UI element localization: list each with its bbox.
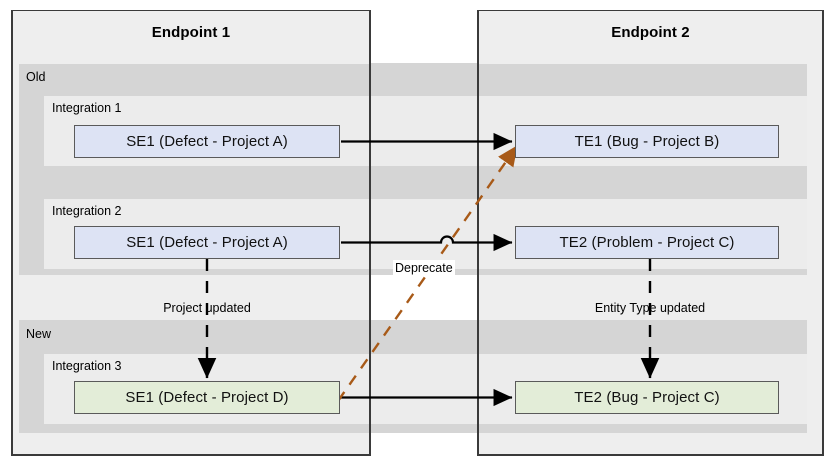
endpoint-panel-2-header xyxy=(477,10,824,64)
endpoint-panel-2-gutter-right xyxy=(807,64,823,433)
group-label-new: New xyxy=(26,327,52,341)
entity-box-se1-defect-project-a-2[interactable]: SE1 (Defect - Project A) xyxy=(74,226,340,259)
endpoint-panel-1-left-rail xyxy=(11,10,13,456)
endpoint-panel-1-header xyxy=(11,10,371,64)
entity-box-se1-defect-project-a-1[interactable]: SE1 (Defect - Project A) xyxy=(74,125,340,158)
integration-label-3: Integration 3 xyxy=(52,359,122,373)
integration-label-2: Integration 2 xyxy=(52,204,122,218)
endpoint-panel-1-footer xyxy=(12,433,370,455)
entity-box-te1-bug-project-b[interactable]: TE1 (Bug - Project B) xyxy=(515,125,779,158)
endpoint-2-title: Endpoint 2 xyxy=(611,24,690,41)
endpoint-panel-1-bottom-rail xyxy=(11,454,371,456)
endpoint-panel-2-bottom-rail xyxy=(477,454,824,456)
entity-box-te2-problem-project-c[interactable]: TE2 (Problem - Project C) xyxy=(515,226,779,259)
endpoint-panel-2-right-rail xyxy=(822,10,824,456)
endpoint-panel-1-mid-gap xyxy=(12,275,370,320)
edge-label-project-updated: Project updated xyxy=(163,301,251,315)
endpoint-panel-2-footer xyxy=(478,433,823,455)
entity-box-se1-defect-project-d[interactable]: SE1 (Defect - Project D) xyxy=(74,381,340,414)
edge-label-entity-type-updated: Entity Type updated xyxy=(594,301,706,315)
edge-label-deprecate: Deprecate xyxy=(393,260,455,276)
group-label-old: Old xyxy=(26,70,46,84)
entity-box-te2-bug-project-c[interactable]: TE2 (Bug - Project C) xyxy=(515,381,779,414)
endpoint-panel-2-left-rail xyxy=(477,10,479,456)
endpoint-1-title: Endpoint 1 xyxy=(151,24,231,41)
integration-label-1: Integration 1 xyxy=(52,101,122,115)
endpoint-panel-1-right-rail xyxy=(369,10,371,456)
endpoint-panel-1-gutter-left xyxy=(12,64,19,433)
